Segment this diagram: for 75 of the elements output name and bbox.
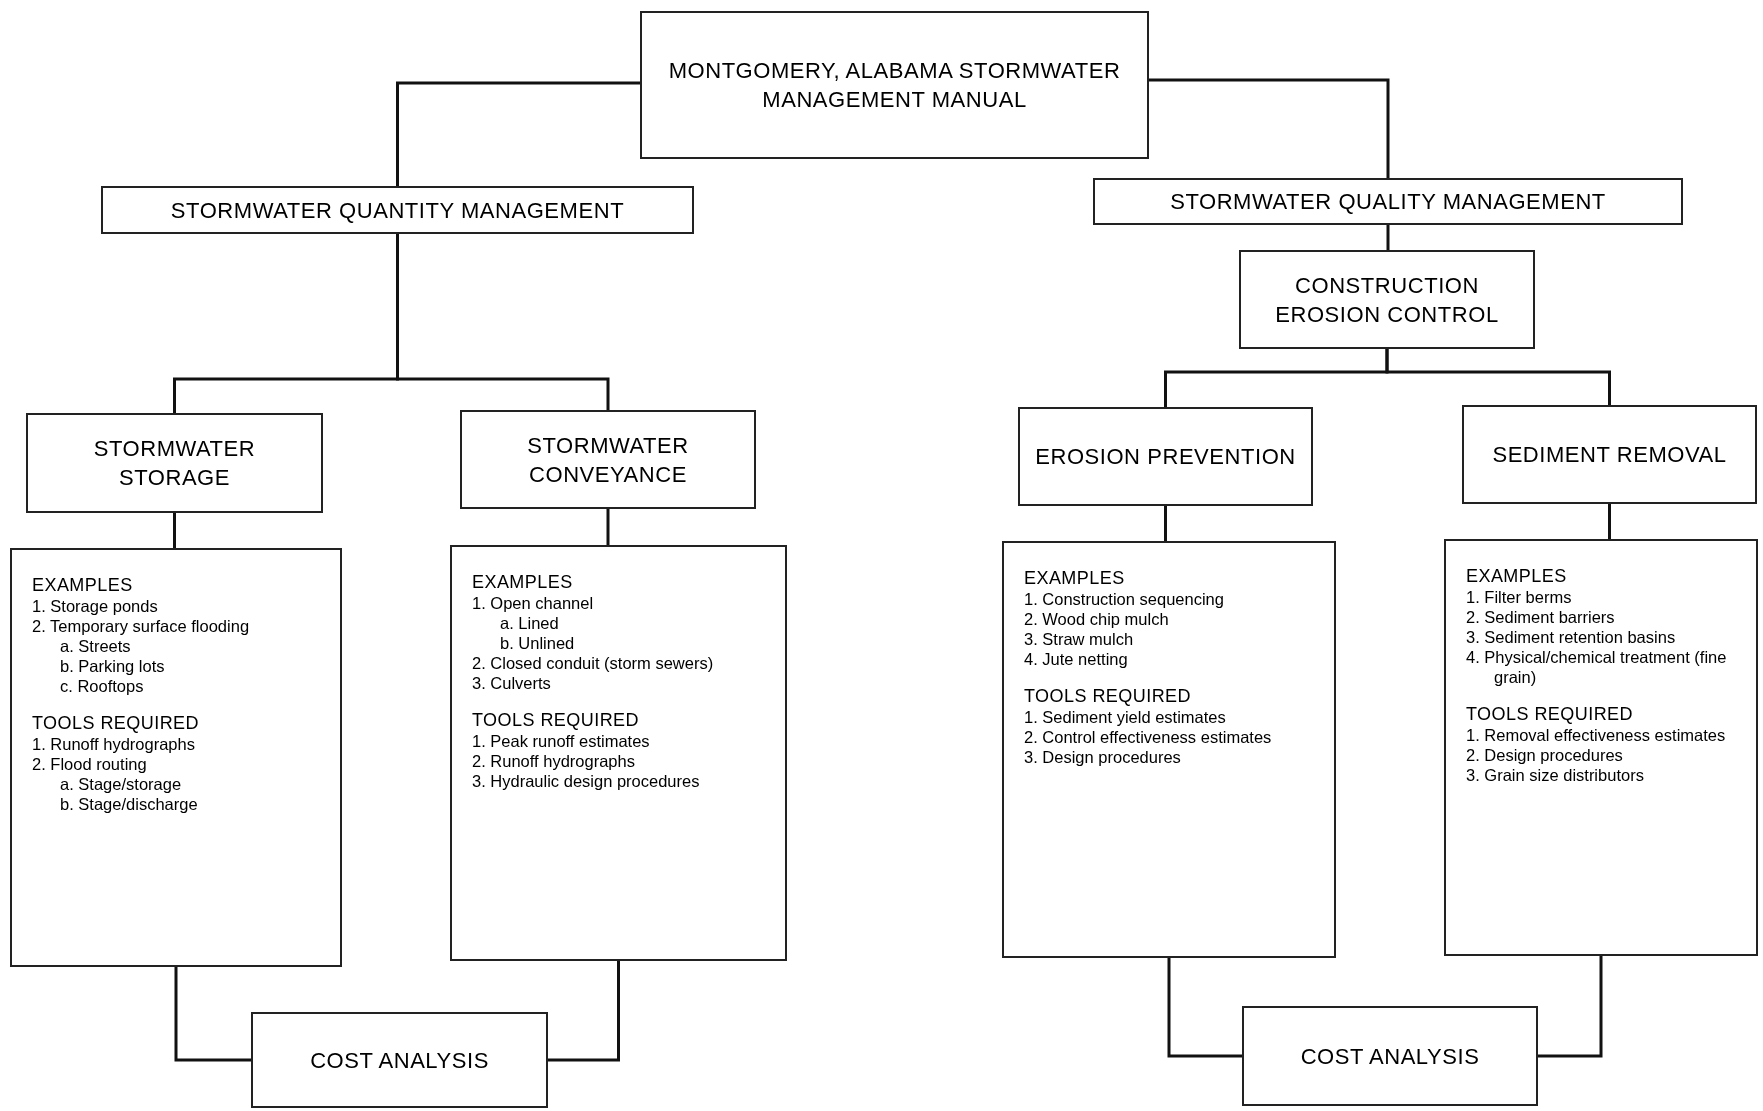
section-heading: TOOLS REQUIRED	[1024, 685, 1191, 707]
detail-box	[450, 545, 787, 961]
list-item: 3. Sediment retention basins	[1466, 627, 1676, 647]
connector-line	[1385, 349, 1611, 405]
list-item: 1. Construction sequencing	[1024, 589, 1224, 609]
list-item: 1. Removal effectiveness estimates	[1466, 725, 1726, 745]
list-item: 1. Open channel	[472, 593, 594, 613]
connector-line	[1608, 504, 1611, 539]
list-item: 1. Storage ponds	[32, 596, 158, 616]
list-item: c. Rooftops	[59, 676, 145, 696]
connector-line	[1149, 78, 1390, 178]
list-item: 2. Closed conduit (storm sewers)	[472, 653, 714, 673]
list-item: 3. Hydraulic design procedures	[472, 771, 700, 791]
list-item: 2. Control effectiveness estimates	[1024, 727, 1272, 747]
category-box	[26, 413, 323, 513]
list-item: 2. Temporary surface flooding	[32, 616, 250, 636]
list-item: 2. Flood routing	[32, 754, 147, 774]
list-item: a. Streets	[59, 636, 132, 656]
list-item: a. Lined	[499, 613, 560, 633]
category-box	[1018, 407, 1313, 506]
list-item: b. Unlined	[499, 633, 576, 653]
connector-line	[1386, 225, 1390, 250]
list-item: 3. Straw mulch	[1024, 629, 1134, 649]
category-box	[1242, 1006, 1538, 1106]
section-heading: EXAMPLES	[1024, 567, 1125, 589]
list-item: 1. Peak runoff estimates	[472, 731, 650, 751]
section-heading: TOOLS REQUIRED	[32, 712, 199, 734]
connector-line	[1167, 958, 1242, 1058]
list-item: 4. Physical/chemical treatment (fine grain)	[1466, 647, 1728, 687]
category-box	[101, 186, 694, 234]
detail-box	[10, 548, 342, 967]
section-heading: TOOLS REQUIRED	[472, 709, 639, 731]
connector-line	[396, 81, 640, 186]
list-item: a. Stage/storage	[59, 774, 183, 794]
section-heading: EXAMPLES	[32, 574, 133, 596]
list-item: b. Stage/discharge	[59, 794, 199, 814]
connector-line	[1538, 956, 1603, 1058]
category-box	[251, 1012, 548, 1108]
box-title: STORMWATER QUANTITY MANAGEMENT	[170, 196, 625, 225]
category-box	[1093, 178, 1683, 225]
list-item: 3. Culverts	[472, 673, 552, 693]
list-item: 3. Design procedures	[1024, 747, 1181, 767]
list-item: 2. Design procedures	[1466, 745, 1623, 765]
list-item: 1. Runoff hydrographs	[32, 734, 195, 754]
list-item: 2. Sediment barriers	[1466, 607, 1615, 627]
category-box	[1239, 250, 1535, 349]
list-item: 4. Jute netting	[1024, 649, 1128, 669]
section-heading: EXAMPLES	[1466, 565, 1567, 587]
connector-line	[174, 967, 251, 1062]
detail-box	[1444, 539, 1758, 956]
list-item: 1. Filter berms	[1466, 587, 1572, 607]
section-heading: TOOLS REQUIRED	[1466, 703, 1633, 725]
list-item: 3. Grain size distributors	[1466, 765, 1644, 785]
box-title: STORMWATER QUALITY MANAGEMENT	[1170, 188, 1606, 216]
section-heading: EXAMPLES	[472, 571, 573, 593]
box-title: STORMWATER CONVEYANCE	[526, 431, 690, 489]
box-title: COST ANALYSIS	[310, 1046, 489, 1075]
box-title: CONSTRUCTION EROSION CONTROL	[1274, 271, 1500, 329]
list-item: 2. Runoff hydrographs	[472, 751, 635, 771]
list-item: b. Parking lots	[59, 656, 165, 676]
category-box	[460, 410, 756, 509]
box-title: STORMWATER STORAGE	[92, 435, 257, 492]
box-title: SEDIMENT REMOVAL	[1492, 441, 1727, 469]
box-title: COST ANALYSIS	[1300, 1042, 1480, 1071]
category-box	[1462, 405, 1757, 504]
category-box	[640, 11, 1149, 159]
box-title: MONTGOMERY, ALABAMA STORMWATER MANAGEMENT MANUAL	[667, 57, 1122, 114]
detail-box	[1002, 541, 1336, 958]
list-item: 2. Wood chip mulch	[1024, 609, 1169, 629]
list-item: 1. Sediment yield estimates	[1024, 707, 1226, 727]
connector-line	[606, 509, 610, 545]
connector-line	[1164, 506, 1167, 541]
box-title: EROSION PREVENTION	[1035, 443, 1296, 471]
connector-line	[173, 513, 176, 548]
connector-line	[548, 961, 620, 1062]
